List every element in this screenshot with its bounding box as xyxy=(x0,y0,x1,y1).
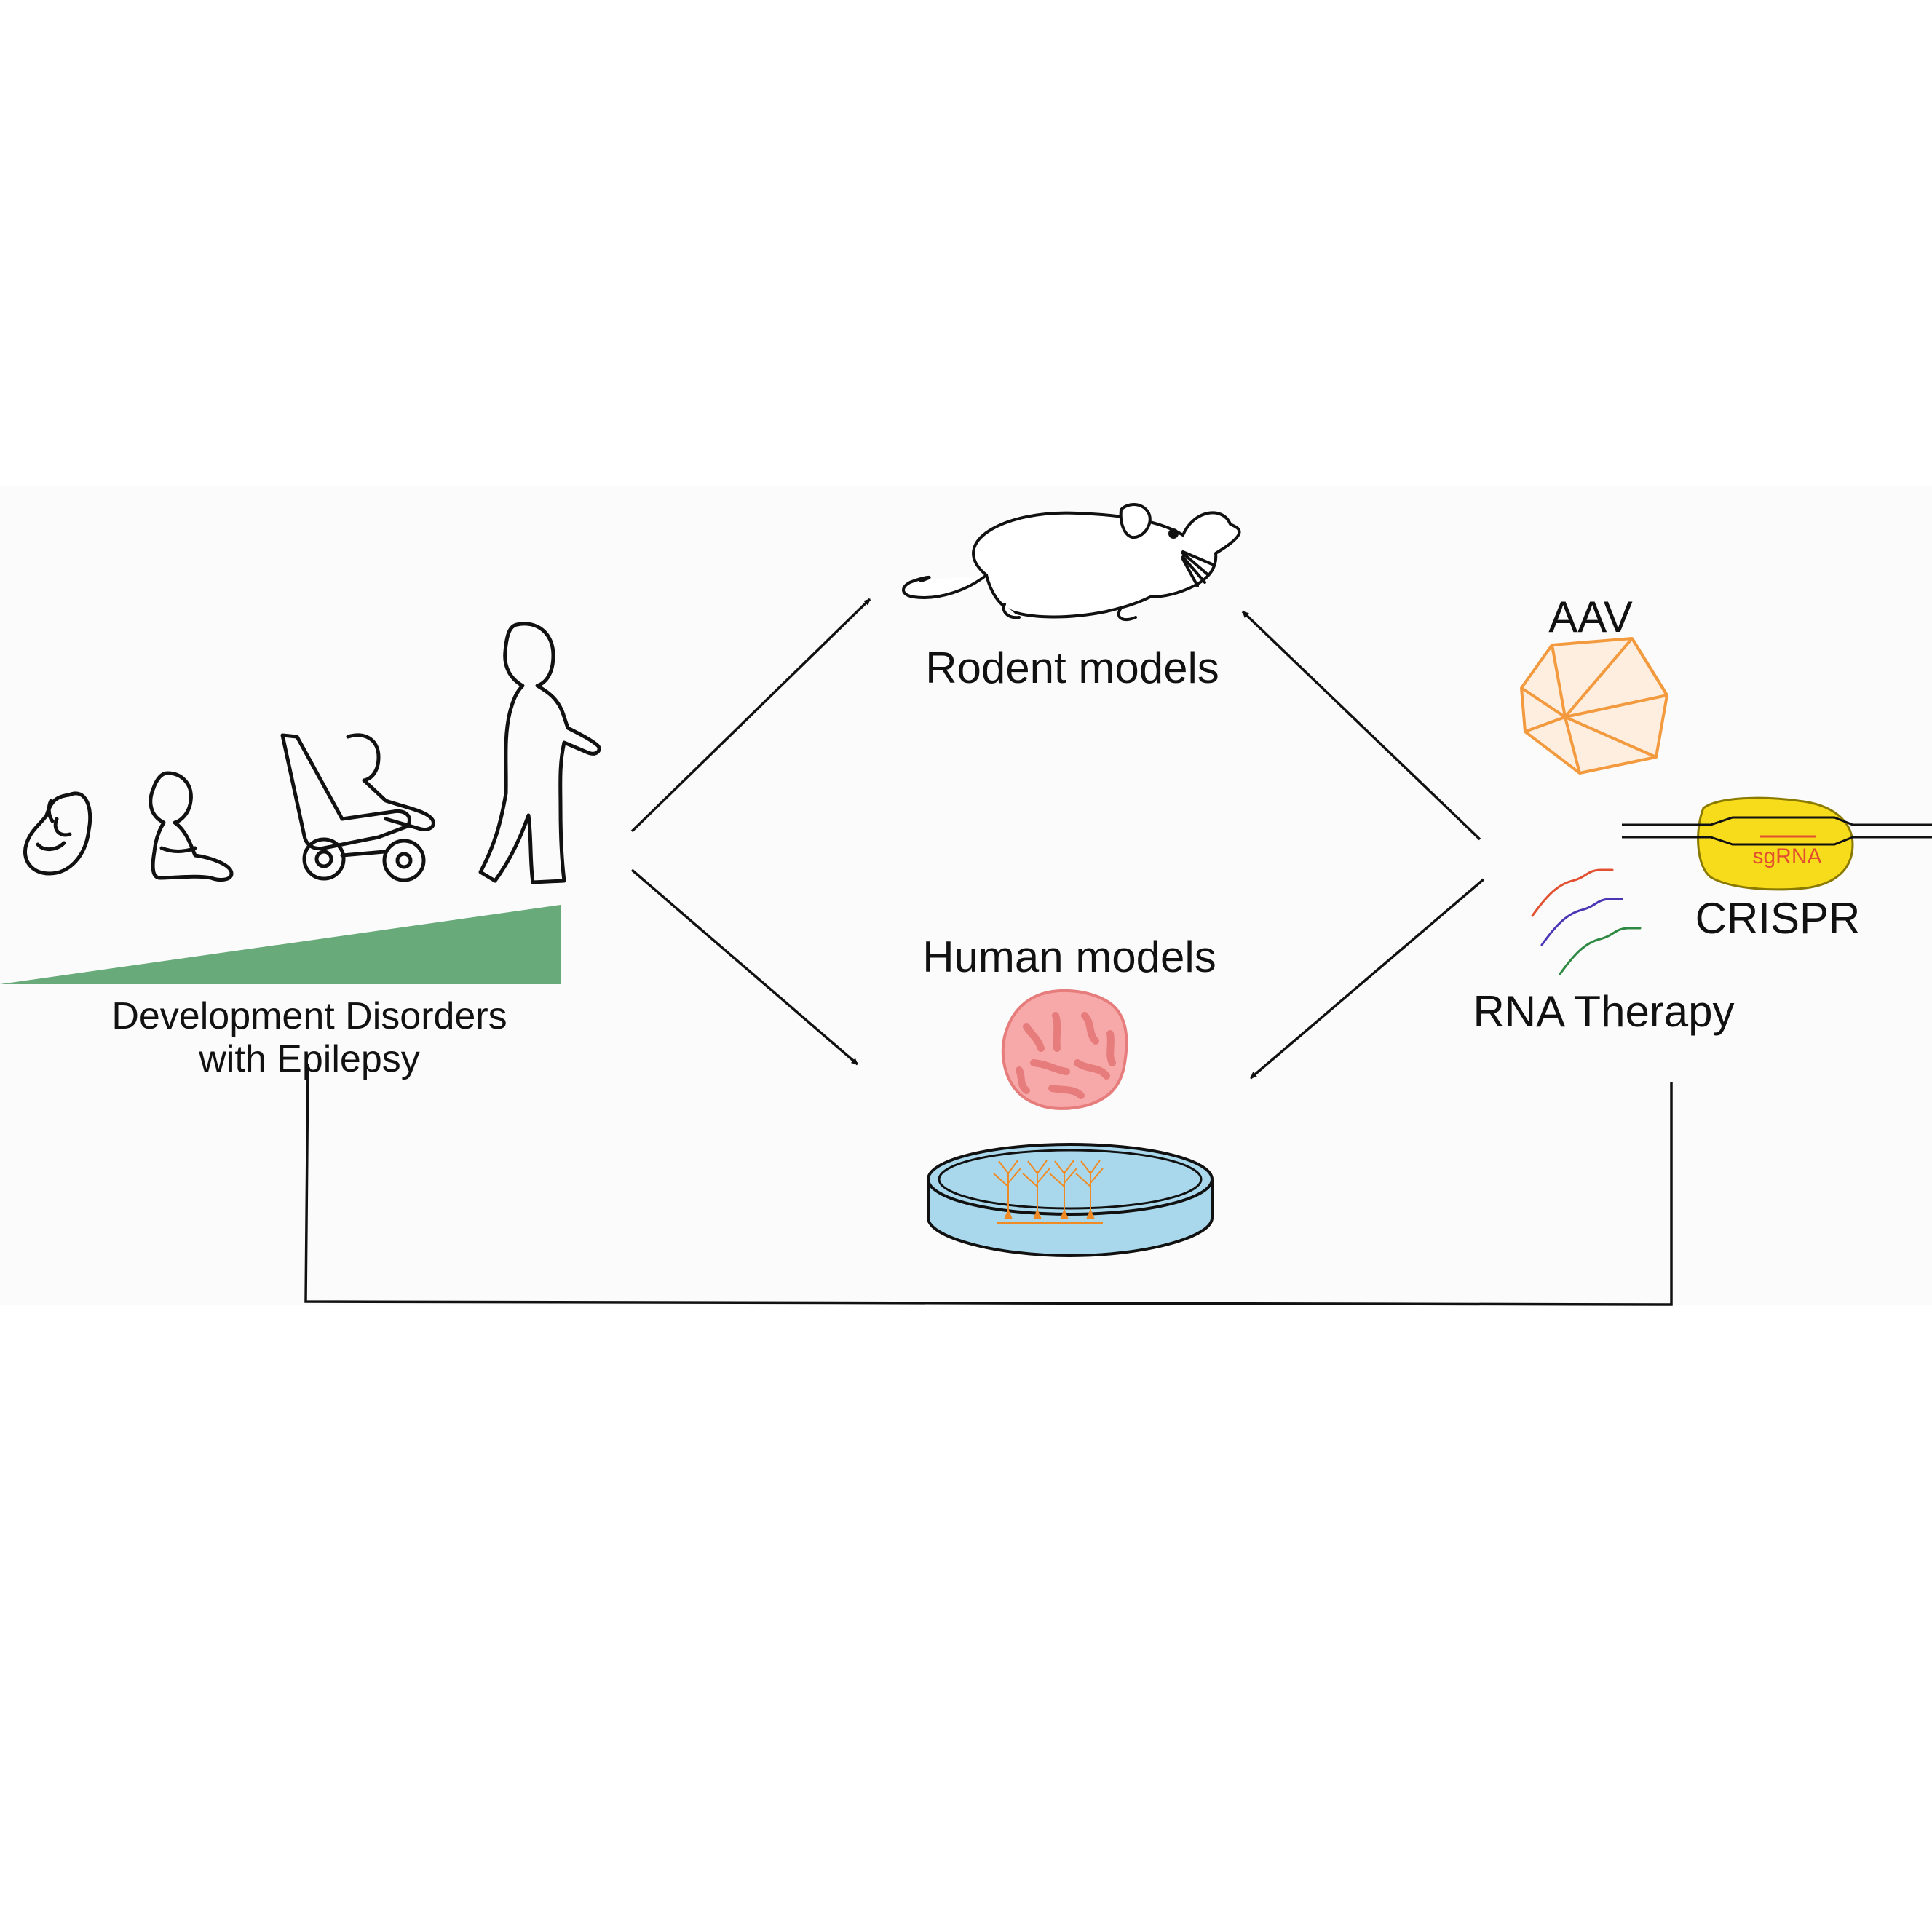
crispr-cas-icon: sgRNA xyxy=(1622,796,1932,891)
rna-strands-icon xyxy=(1531,868,1642,975)
stroller-child-icon xyxy=(280,733,435,882)
rna-therapy-label: RNA Therapy xyxy=(1473,987,1734,1036)
aav-capsid-icon xyxy=(1520,637,1668,775)
arrows xyxy=(304,598,1673,1306)
arrow-to-human-left xyxy=(630,868,859,1066)
brain-organoid-icon xyxy=(1001,989,1128,1110)
mouse-icon xyxy=(902,503,1241,622)
walking-child-icon xyxy=(478,622,601,884)
sitting-baby-icon xyxy=(149,771,234,882)
human-models-label: Human models xyxy=(922,933,1216,981)
arrow-to-human-right xyxy=(1249,878,1485,1080)
arrow-to-rodent-left xyxy=(630,598,871,833)
petri-dish-icon xyxy=(927,1143,1214,1258)
aav-label: AAV xyxy=(1548,593,1633,641)
arrow-to-rodent-right xyxy=(1241,610,1481,841)
growth-wedge xyxy=(0,905,561,984)
fetus-icon xyxy=(23,791,92,876)
sgrna-label: sgRNA xyxy=(1752,844,1821,868)
development-label: Development Disorders xyxy=(111,995,507,1037)
rodent-models-label: Rodent models xyxy=(925,644,1219,692)
arrow-feedback xyxy=(304,1064,1673,1306)
crispr-label: CRISPR xyxy=(1695,894,1861,943)
